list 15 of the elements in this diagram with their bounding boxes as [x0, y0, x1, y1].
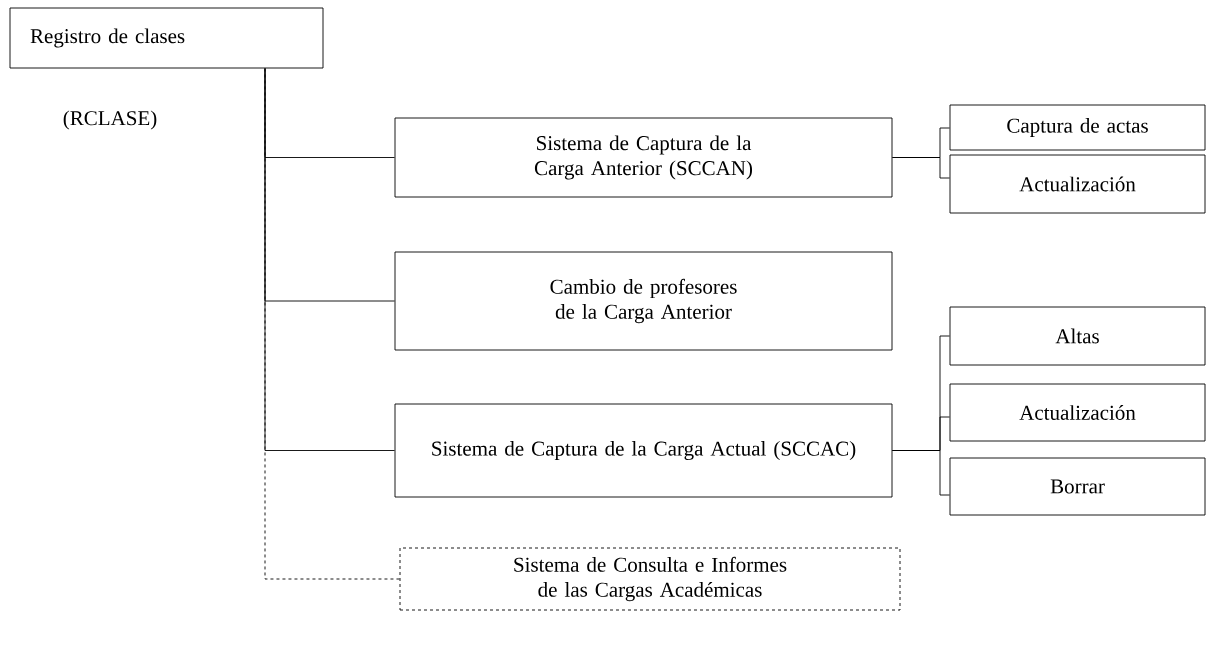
connector [264, 68, 400, 580]
box: Registro de clases [9, 7, 324, 69]
box: Sistema de Consulta e Informes de las Cargas Académicas [399, 547, 901, 611]
box: Actualización [949, 154, 1206, 214]
box: Sistema de Captura de la Carga Anterior (SCCAN) [394, 117, 893, 198]
connector [892, 157, 950, 179]
box: Borrar [949, 457, 1206, 516]
connector [264, 68, 395, 451]
box: Actualización [949, 383, 1206, 442]
box: Cambio de profesores de la Carga Anterior [394, 251, 893, 351]
box: Sistema de Captura de la Carga Actual (SCCAC) [394, 403, 893, 498]
box: Captura de actas [949, 104, 1206, 151]
connector [892, 450, 950, 496]
box: Altas [949, 306, 1206, 366]
node-caption: (RCLASE) [63, 110, 157, 130]
